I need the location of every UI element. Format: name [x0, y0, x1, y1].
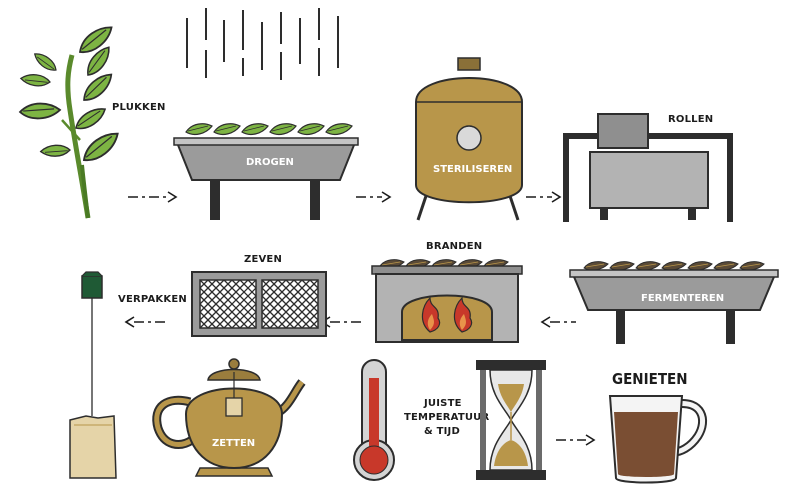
thermometer-icon: [353, 359, 395, 481]
step-label-zetten: ZETTEN: [212, 438, 255, 449]
step-label-juiste: JUISTE: [423, 398, 462, 409]
arrow-icon: [526, 191, 561, 203]
sterilizer-tank-icon: [415, 57, 523, 221]
arrow-icon: [356, 191, 391, 203]
arrow-icon: [128, 191, 177, 203]
hourglass-icon: [476, 360, 546, 480]
teapot-icon: [152, 358, 306, 477]
step-label-branden: BRANDEN: [426, 241, 482, 252]
tea-bag-icon: [69, 271, 117, 479]
arrow-icon: [556, 434, 595, 446]
tea-mug-icon: [608, 395, 708, 484]
step-label-tijd: & TIJD: [424, 426, 460, 437]
step-label-steriliseren: STERILISEREN: [433, 164, 512, 175]
step-label-verpakken: VERPAKKEN: [118, 294, 187, 305]
step-label-plukken: PLUKKEN: [112, 102, 166, 113]
sun-rays-icon: [186, 8, 339, 80]
step-label-temperatuur: TEMPERATUUR: [404, 412, 489, 423]
drying-tray-icon: [173, 123, 359, 220]
step-label-drogen: DROGEN: [246, 157, 294, 168]
arrow-icon: [541, 316, 576, 328]
rolling-machine-icon: [563, 113, 733, 222]
fermenting-tray-icon: [569, 261, 779, 344]
tea-plant-icon: [18, 23, 125, 219]
step-label-fermenteren: FERMENTEREN: [641, 293, 724, 304]
step-label-rollen: ROLLEN: [668, 114, 713, 125]
sieve-icon: [191, 271, 327, 337]
arrow-icon: [321, 316, 362, 328]
step-label-genieten: GENIETEN: [612, 370, 688, 388]
roasting-oven-icon: [371, 259, 523, 343]
step-label-zeven: ZEVEN: [244, 254, 282, 265]
arrow-icon: [125, 316, 166, 328]
